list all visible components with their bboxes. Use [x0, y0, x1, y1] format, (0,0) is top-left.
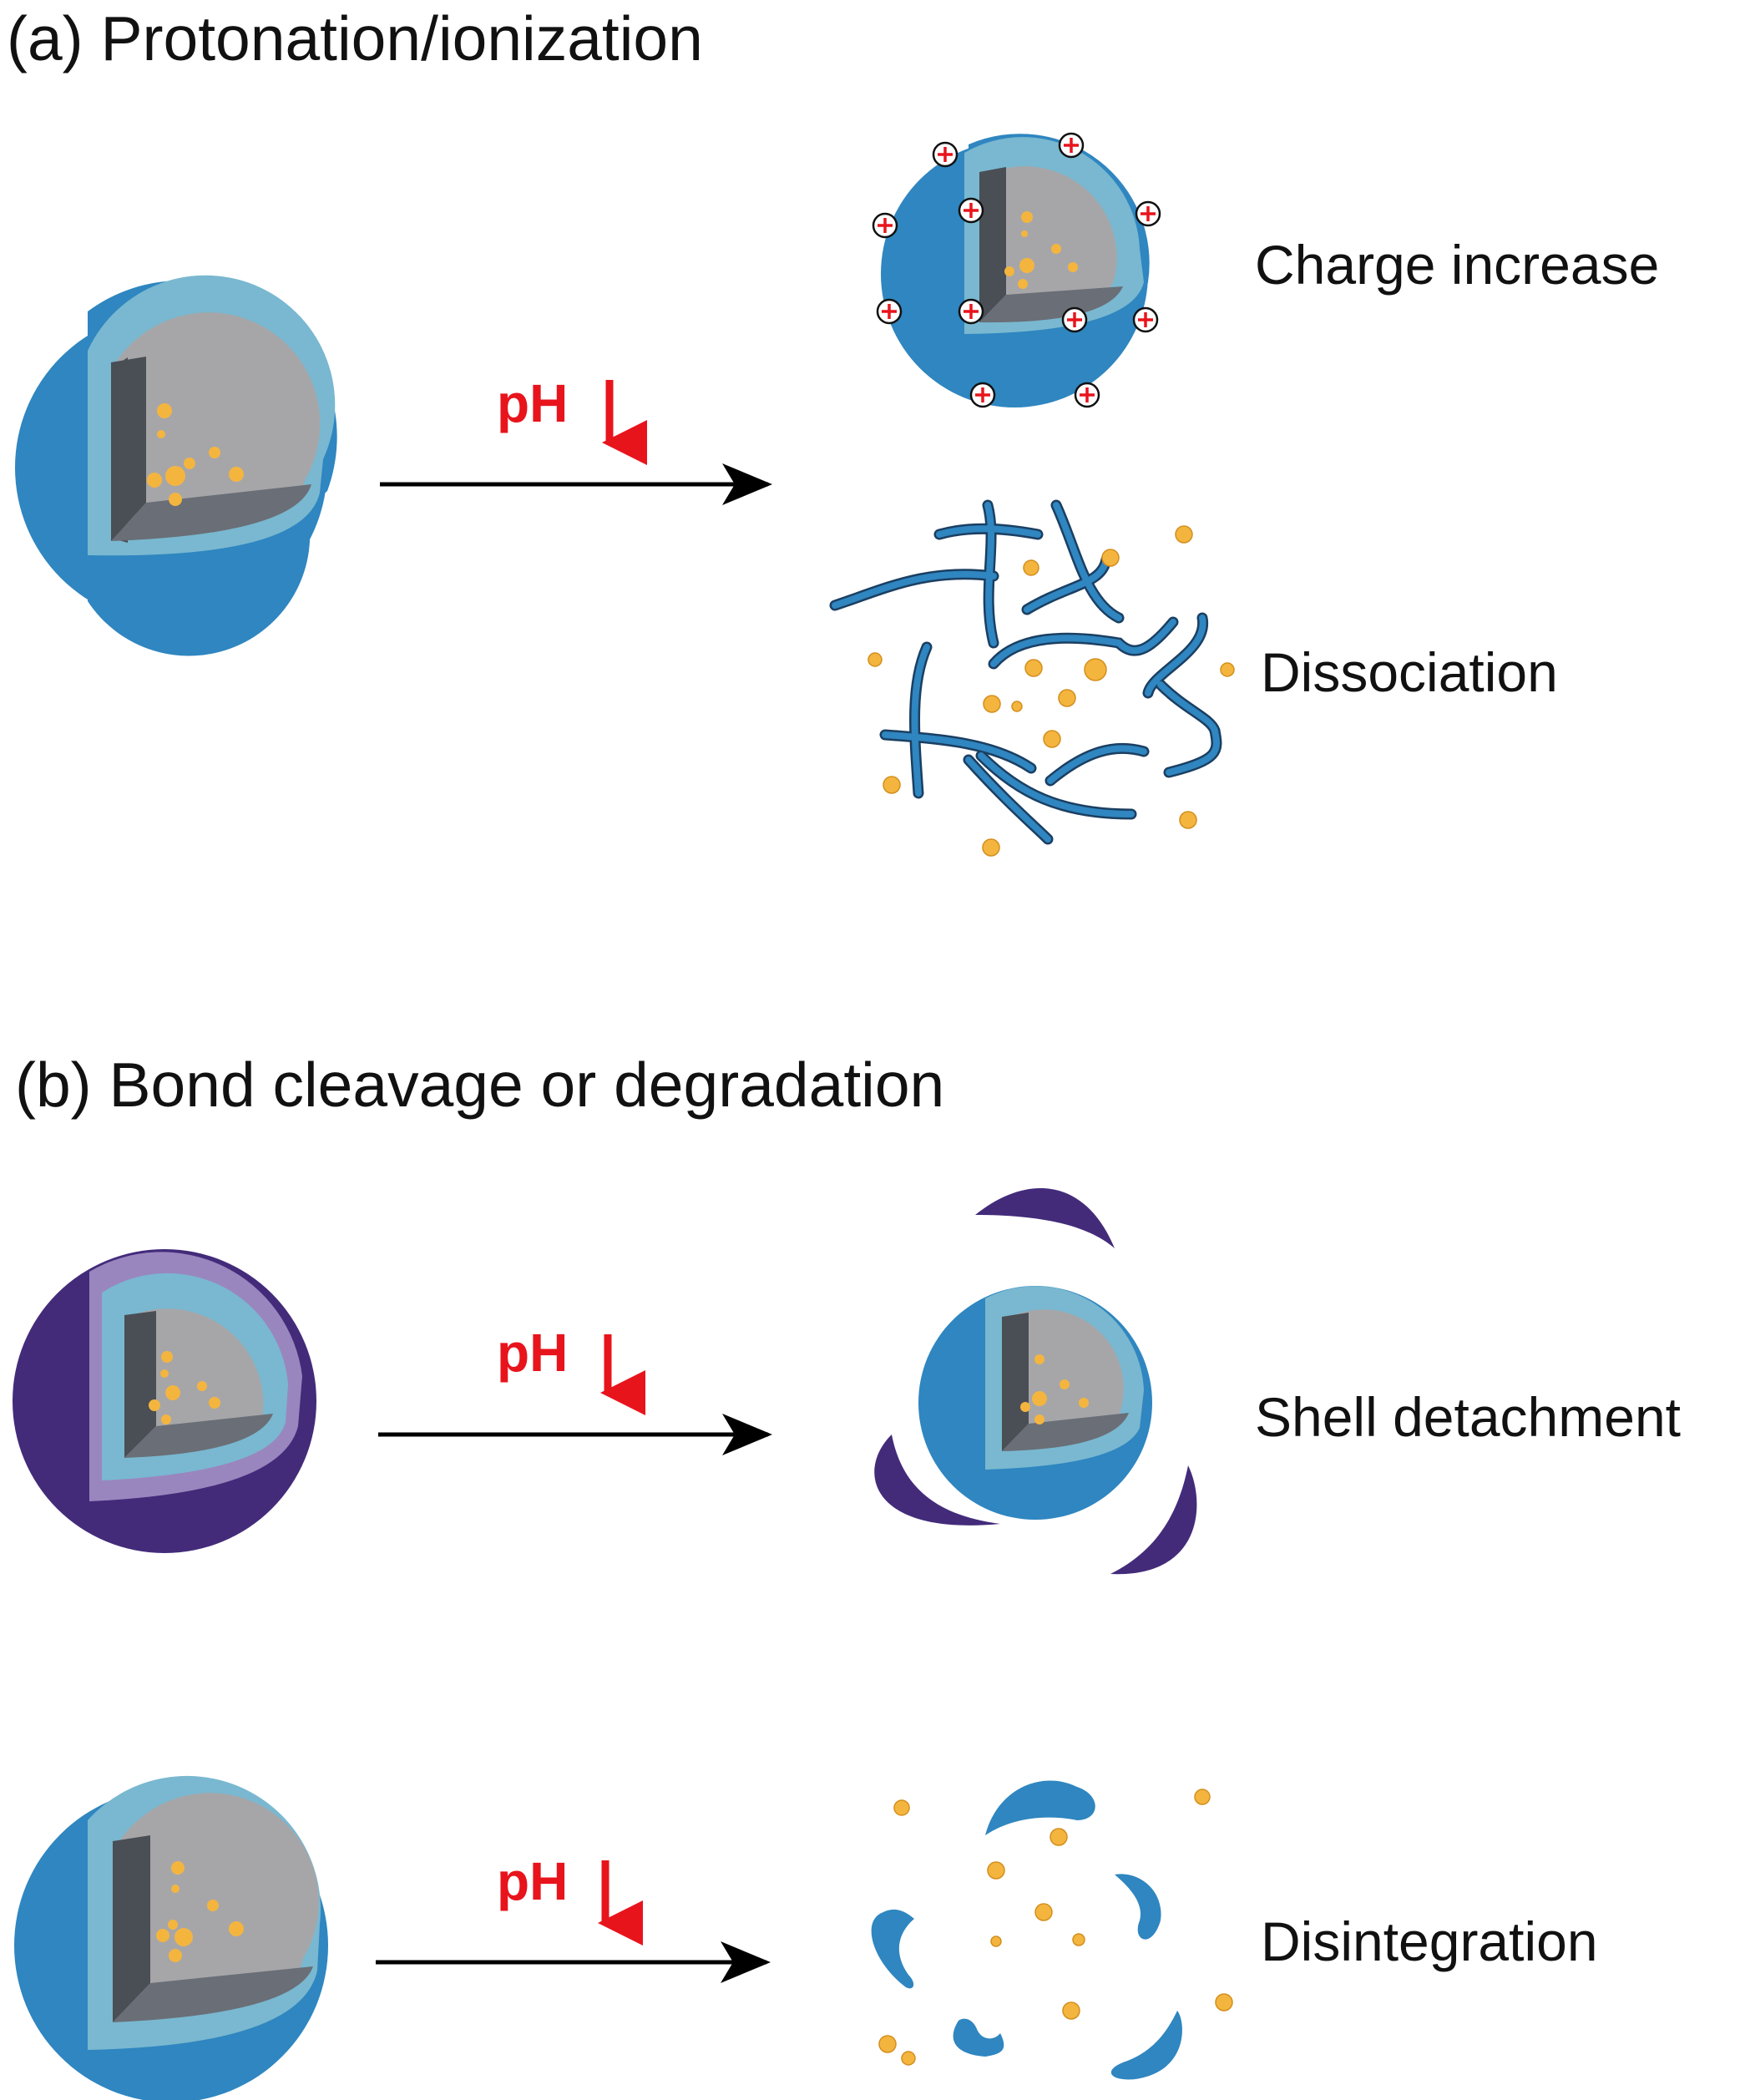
shell-fragment-icon — [1115, 1874, 1161, 1940]
nanoparticle-initial-purple — [13, 1249, 316, 1553]
nanoparticle-charged — [881, 134, 1150, 407]
disintegration-fragments — [871, 1780, 1182, 2080]
ph-label-a: pH — [497, 373, 568, 433]
shell-fragments-purple — [874, 1187, 1197, 1575]
positive-charge-icon — [1132, 306, 1159, 333]
nanoparticle-initial-b2 — [14, 1775, 328, 2100]
positive-charge-icon — [1061, 306, 1088, 333]
ph-label-b1: pH — [497, 1323, 568, 1383]
shell-fragment-icon — [985, 1780, 1095, 1835]
shell-fragment-icon — [953, 2018, 1004, 2057]
ph-label-b2: pH — [497, 1851, 568, 1911]
positive-charge-icon — [872, 212, 898, 239]
shell-fragment-icon — [1110, 1465, 1197, 1575]
stimulus-a: pH — [380, 373, 772, 505]
dissociated-polymer-chains — [829, 499, 1222, 845]
positive-charge-icon — [1058, 132, 1085, 159]
outcome-label-dissociation: Dissociation — [1261, 641, 1558, 703]
section-a-title: (a) Protonation/ionization — [7, 3, 703, 73]
released-drug-particles-a — [867, 525, 1235, 857]
outcome-label-disintegration: Disintegration — [1261, 1910, 1598, 1972]
nanoparticle-detached-core — [918, 1286, 1152, 1520]
nanoparticle-initial-a — [15, 275, 337, 656]
positive-charge-icon — [932, 141, 958, 168]
outcome-label-shell-detachment: Shell detachment — [1255, 1386, 1681, 1448]
outcome-label-charge-increase: Charge increase — [1255, 234, 1659, 296]
positive-charge-icon — [958, 197, 984, 224]
shell-fragment-icon — [1110, 2011, 1182, 2080]
shell-fragment-icon — [874, 1435, 1000, 1526]
shell-fragment-icon — [975, 1187, 1115, 1248]
positive-charges — [872, 132, 1161, 408]
released-drug-particles-b — [878, 1789, 1233, 2066]
positive-charge-icon — [876, 298, 903, 325]
positive-charge-icon — [1074, 382, 1100, 408]
stimulus-b2: pH — [376, 1851, 771, 1983]
positive-charge-icon — [1135, 200, 1161, 227]
section-b-title: (b) Bond cleavage or degradation — [15, 1050, 944, 1120]
stimulus-b1: pH — [378, 1323, 772, 1455]
positive-charge-icon — [958, 298, 984, 325]
shell-fragment-icon — [871, 1909, 914, 1989]
positive-charge-icon — [969, 382, 996, 408]
